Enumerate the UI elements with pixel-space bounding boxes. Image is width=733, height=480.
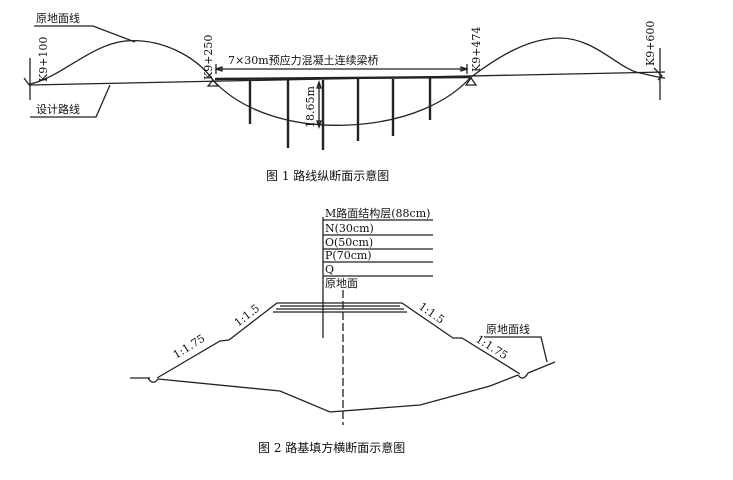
height-label: 18.65m: [304, 86, 317, 128]
slope-upper-left: 1:1.5: [232, 302, 262, 330]
bridge-dimension-line: [213, 64, 470, 74]
layer-o: O(50cm): [325, 236, 373, 249]
station-tick-end: [653, 48, 663, 100]
ground-line-label-2: 原地面线: [486, 322, 530, 336]
layer-m: M路面结构层(88cm): [325, 206, 430, 220]
bridge-piers: [248, 78, 432, 150]
ground-line: [29, 37, 666, 126]
ground-line: [130, 361, 556, 413]
figure-2-caption: 图 2 路基填方横断面示意图: [258, 440, 405, 455]
abutment-right: [464, 76, 478, 86]
bridge-deck: [214, 75, 471, 81]
design-line-label: 设计路线: [36, 102, 80, 116]
ground-line-label: 原地面线: [36, 11, 80, 25]
station-k9-600: K9+600: [644, 21, 657, 66]
ground-label-leader: [34, 25, 136, 43]
design-label-leader: [30, 84, 111, 118]
figure-1-caption: 图 1 路线纵断面示意图: [266, 168, 389, 183]
layer-p: P(70cm): [325, 249, 372, 262]
embankment-outline: [156, 302, 521, 379]
layer-lines: [323, 219, 433, 277]
ground-label-leader-2: [484, 336, 548, 363]
ditch-left: [147, 377, 159, 383]
ditch-right: [517, 372, 529, 379]
abutment-left: [206, 78, 220, 87]
figure-1-longitudinal-profile: 7×30m预应力混凝土连续梁桥 18.65m K9+100 K9+250 K9+…: [23, 11, 666, 183]
height-dimension: [316, 79, 322, 130]
layer-n: N(30cm): [325, 222, 374, 235]
station-k9-100: K9+100: [37, 37, 50, 82]
layer-q: Q: [325, 263, 334, 276]
pavement-layers: [273, 305, 407, 313]
bridge-label: 7×30m预应力混凝土连续梁桥: [228, 53, 379, 67]
layer-ground: 原地面: [325, 277, 358, 290]
station-k9-250: K9+250: [202, 35, 215, 80]
slope-lower-left: 1:1.75: [171, 332, 208, 362]
station-tick-start: [23, 58, 31, 100]
station-k9-474: K9+474: [470, 27, 483, 72]
figure-2-cross-section: M路面结构层(88cm) N(30cm) O(50cm) P(70cm) Q 原…: [130, 206, 556, 455]
